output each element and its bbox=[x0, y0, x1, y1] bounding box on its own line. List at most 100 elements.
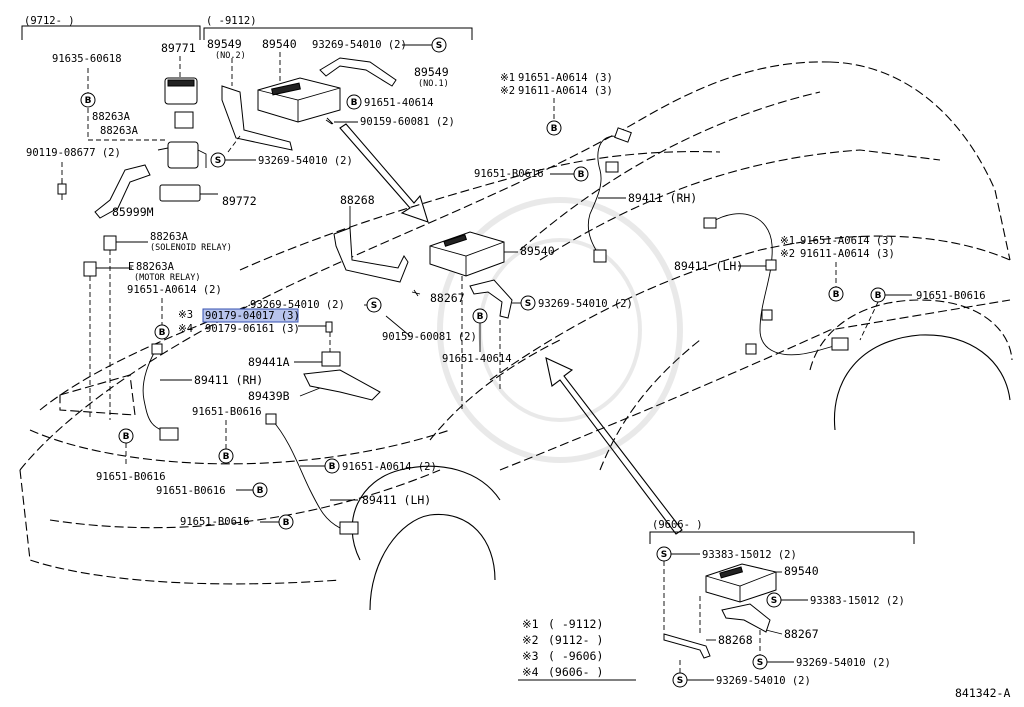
br-part-88268: 88268 bbox=[718, 633, 753, 647]
part-88263a-1: 88263A bbox=[92, 111, 131, 123]
part-93269-54010-top: 93269-54010 (2) bbox=[312, 39, 407, 51]
relay-88263a-solenoid: 88263A bbox=[150, 231, 189, 243]
part-89549-no2-note: (NO.2) bbox=[215, 51, 246, 61]
group-range-9606: (9606- ) bbox=[652, 519, 703, 531]
legend-mark-1: ※1 bbox=[522, 617, 539, 631]
part-89439b: 89439B bbox=[248, 389, 290, 403]
part-89549-no1-note: (NO.1) bbox=[418, 79, 449, 89]
rh-note2-mark: ※2 bbox=[500, 85, 515, 97]
lh-note2-part: 91611-A0614 (3) bbox=[800, 248, 895, 260]
car-outline bbox=[19, 61, 1013, 611]
part-89411-lh-front: 89411 (LH) bbox=[362, 493, 431, 507]
motor-relay-prefix: E bbox=[128, 261, 134, 273]
svg-text:S: S bbox=[371, 301, 377, 311]
group-range-9112: ( -9112) bbox=[206, 15, 257, 27]
svg-text:B: B bbox=[578, 170, 585, 180]
diagram-code: 841342-A bbox=[955, 686, 1010, 700]
part-91651-40614-center: 91651-40614 bbox=[442, 353, 512, 365]
note3-mark: ※3 bbox=[178, 309, 193, 321]
br-part-88267: 88267 bbox=[784, 627, 819, 641]
rh-note2-part: 91611-A0614 (3) bbox=[518, 85, 613, 97]
part-91651-40614-top: 91651-40614 bbox=[364, 97, 434, 109]
part-90179-06161: 90179-06161 (3) bbox=[205, 323, 300, 335]
note4-mark: ※4 bbox=[178, 323, 193, 335]
rh-sensor-group: ※1 91651-A0614 (3) ※2 91611-A0614 (3) B … bbox=[474, 72, 697, 263]
part-91635-60618: 91635-60618 bbox=[52, 53, 122, 65]
motor-relay-label: (MOTOR RELAY) bbox=[134, 273, 201, 283]
part-91651-b0616-c: 91651-B0616 bbox=[156, 485, 226, 497]
svg-text:B: B bbox=[123, 432, 130, 442]
svg-text:B: B bbox=[283, 518, 290, 528]
legend-range-3: ( -9606) bbox=[548, 649, 603, 663]
part-89772: 89772 bbox=[222, 194, 257, 208]
part-91651-b0616-a: 91651-B0616 bbox=[192, 406, 262, 418]
legend: ※1 ( -9112) ※2 (9112- ) ※3 ( -9606) ※4 (… bbox=[518, 617, 636, 681]
legend-range-2: (9112- ) bbox=[548, 633, 603, 647]
lh-rear-sensor-group: ※1 91651-A0614 (3) ※2 91611-A0614 (3) B … bbox=[674, 213, 986, 356]
br-part-93269-54010-a: 93269-54010 (2) bbox=[796, 657, 891, 669]
left-parts: 91651-A0614 (2) B ※3 90179-04017 (3) ※4 … bbox=[96, 284, 437, 535]
svg-text:B: B bbox=[85, 96, 92, 106]
svg-text:B: B bbox=[223, 452, 230, 462]
svg-text:S: S bbox=[757, 658, 763, 668]
group-range-9712: (9712- ) bbox=[24, 15, 75, 27]
br-part-89540: 89540 bbox=[784, 564, 819, 578]
lh-part-91651-b0616: 91651-B0616 bbox=[916, 290, 986, 302]
legend-range-1: ( -9112) bbox=[548, 617, 603, 631]
svg-text:B: B bbox=[875, 291, 882, 301]
svg-text:B: B bbox=[257, 486, 264, 496]
legend-mark-2: ※2 bbox=[522, 633, 539, 647]
lh-part-89411: 89411 (LH) bbox=[674, 259, 743, 273]
rh-part-91651-b0616: 91651-B0616 bbox=[474, 168, 544, 180]
part-93269-54010-center-b: 93269-54010 (2) bbox=[538, 298, 633, 310]
lh-note1-mark: ※1 bbox=[780, 235, 795, 247]
part-91651-b0616-b: 91651-B0616 bbox=[96, 471, 166, 483]
svg-text:B: B bbox=[159, 328, 166, 338]
part-90159-60081-center: 90159-60081 (2) bbox=[382, 331, 477, 343]
part-85999m: 85999M bbox=[112, 205, 154, 219]
part-91651-a0614-left: 91651-A0614 (2) bbox=[127, 284, 222, 296]
part-89549-no1: 89549 bbox=[414, 65, 449, 79]
top-middle-parts: 89549 (NO.2) 89540 93269-54010 (2) S 895… bbox=[207, 37, 455, 168]
part-91651-a0614-2-lh: 91651-A0614 (2) bbox=[342, 461, 437, 473]
top-left-parts: 91635-60618 B 89771 88263A 88263A 90119-… bbox=[26, 41, 257, 219]
part-90159-60081-top: 90159-60081 (2) bbox=[360, 116, 455, 128]
br-part-93269-54010-b: 93269-54010 (2) bbox=[716, 675, 811, 687]
svg-text:B: B bbox=[551, 124, 558, 134]
part-89540-top: 89540 bbox=[262, 37, 297, 51]
part-93269-54010-center-a: 93269-54010 (2) bbox=[250, 299, 345, 311]
lh-note2-mark: ※2 bbox=[780, 248, 795, 260]
part-90179-04017[interactable]: 90179-04017 (3) bbox=[205, 310, 300, 322]
part-88263a-2: 88263A bbox=[100, 125, 139, 137]
lh-note1-part: 91651-A0614 (3) bbox=[800, 235, 895, 247]
svg-text:S: S bbox=[215, 156, 221, 166]
svg-text:B: B bbox=[351, 98, 358, 108]
br-part-93383-15012-a: 93383-15012 (2) bbox=[702, 549, 797, 561]
part-88268-center: 88268 bbox=[340, 193, 375, 207]
rh-note1-mark: ※1 bbox=[500, 72, 515, 84]
part-89441a: 89441A bbox=[248, 355, 290, 369]
rh-note1-part: 91651-A0614 (3) bbox=[518, 72, 613, 84]
solenoid-relay-label: (SOLENOID RELAY) bbox=[150, 243, 232, 253]
legend-range-4: (9606- ) bbox=[548, 665, 603, 679]
svg-text:B: B bbox=[477, 312, 484, 322]
rh-part-89411: 89411 (RH) bbox=[628, 191, 697, 205]
highlighted-part-90179-04017[interactable] bbox=[202, 308, 299, 323]
svg-text:S: S bbox=[771, 596, 777, 606]
part-89540-center: 89540 bbox=[520, 244, 555, 258]
bottom-right-parts: S 93383-15012 (2) 89540 S 93383-15012 (2… bbox=[656, 546, 905, 688]
part-93269-54010-top2: 93269-54010 (2) bbox=[258, 155, 353, 167]
legend-mark-3: ※3 bbox=[522, 649, 539, 663]
pointer-arrows bbox=[339, 123, 683, 535]
relays: 88263A (SOLENOID RELAY) E 88263A (MOTOR … bbox=[83, 231, 232, 420]
svg-text:S: S bbox=[525, 299, 531, 309]
svg-text:B: B bbox=[833, 290, 840, 300]
center-parts: 88268 89540 88267 93269-54010 (2) S S 93… bbox=[250, 193, 633, 410]
relay-88263a-motor: 88263A bbox=[136, 261, 175, 273]
part-89771: 89771 bbox=[161, 41, 196, 55]
legend-mark-4: ※4 bbox=[522, 665, 539, 679]
svg-text:S: S bbox=[677, 676, 683, 686]
svg-text:S: S bbox=[436, 41, 442, 51]
part-91651-b0616-d: 91651-B0616 bbox=[180, 516, 250, 528]
